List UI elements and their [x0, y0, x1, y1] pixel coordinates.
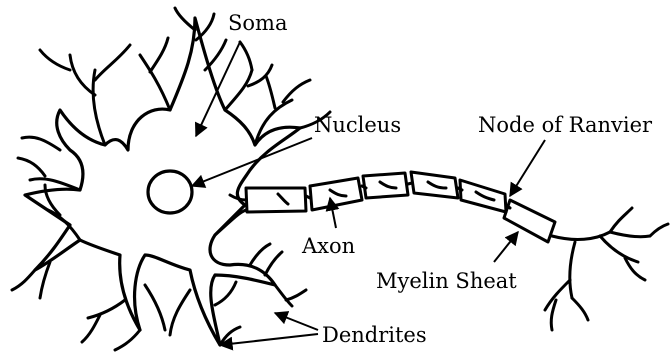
dendrites-arrow-upper [275, 313, 318, 330]
node-of-ranvier-arrow [510, 140, 545, 196]
myelin-sheath-arrow [494, 232, 518, 262]
myelin-sheath [246, 172, 555, 242]
label-myelin-sheath: Myelin Sheat [376, 269, 517, 293]
dendrites-arrow-lower [220, 334, 318, 345]
label-axon: Axon [301, 234, 355, 258]
axon-terminals [545, 208, 668, 330]
nucleus-arrow [192, 138, 312, 186]
label-soma: Soma [228, 11, 287, 35]
dendrites [12, 8, 330, 350]
axon-arrow [330, 198, 336, 228]
axon-shaft [215, 195, 246, 235]
nucleus [148, 171, 192, 213]
label-node-of-ranvier: Node of Ranvier [478, 113, 653, 137]
label-dendrites: Dendrites [322, 323, 427, 347]
label-nucleus: Nucleus [314, 113, 401, 137]
